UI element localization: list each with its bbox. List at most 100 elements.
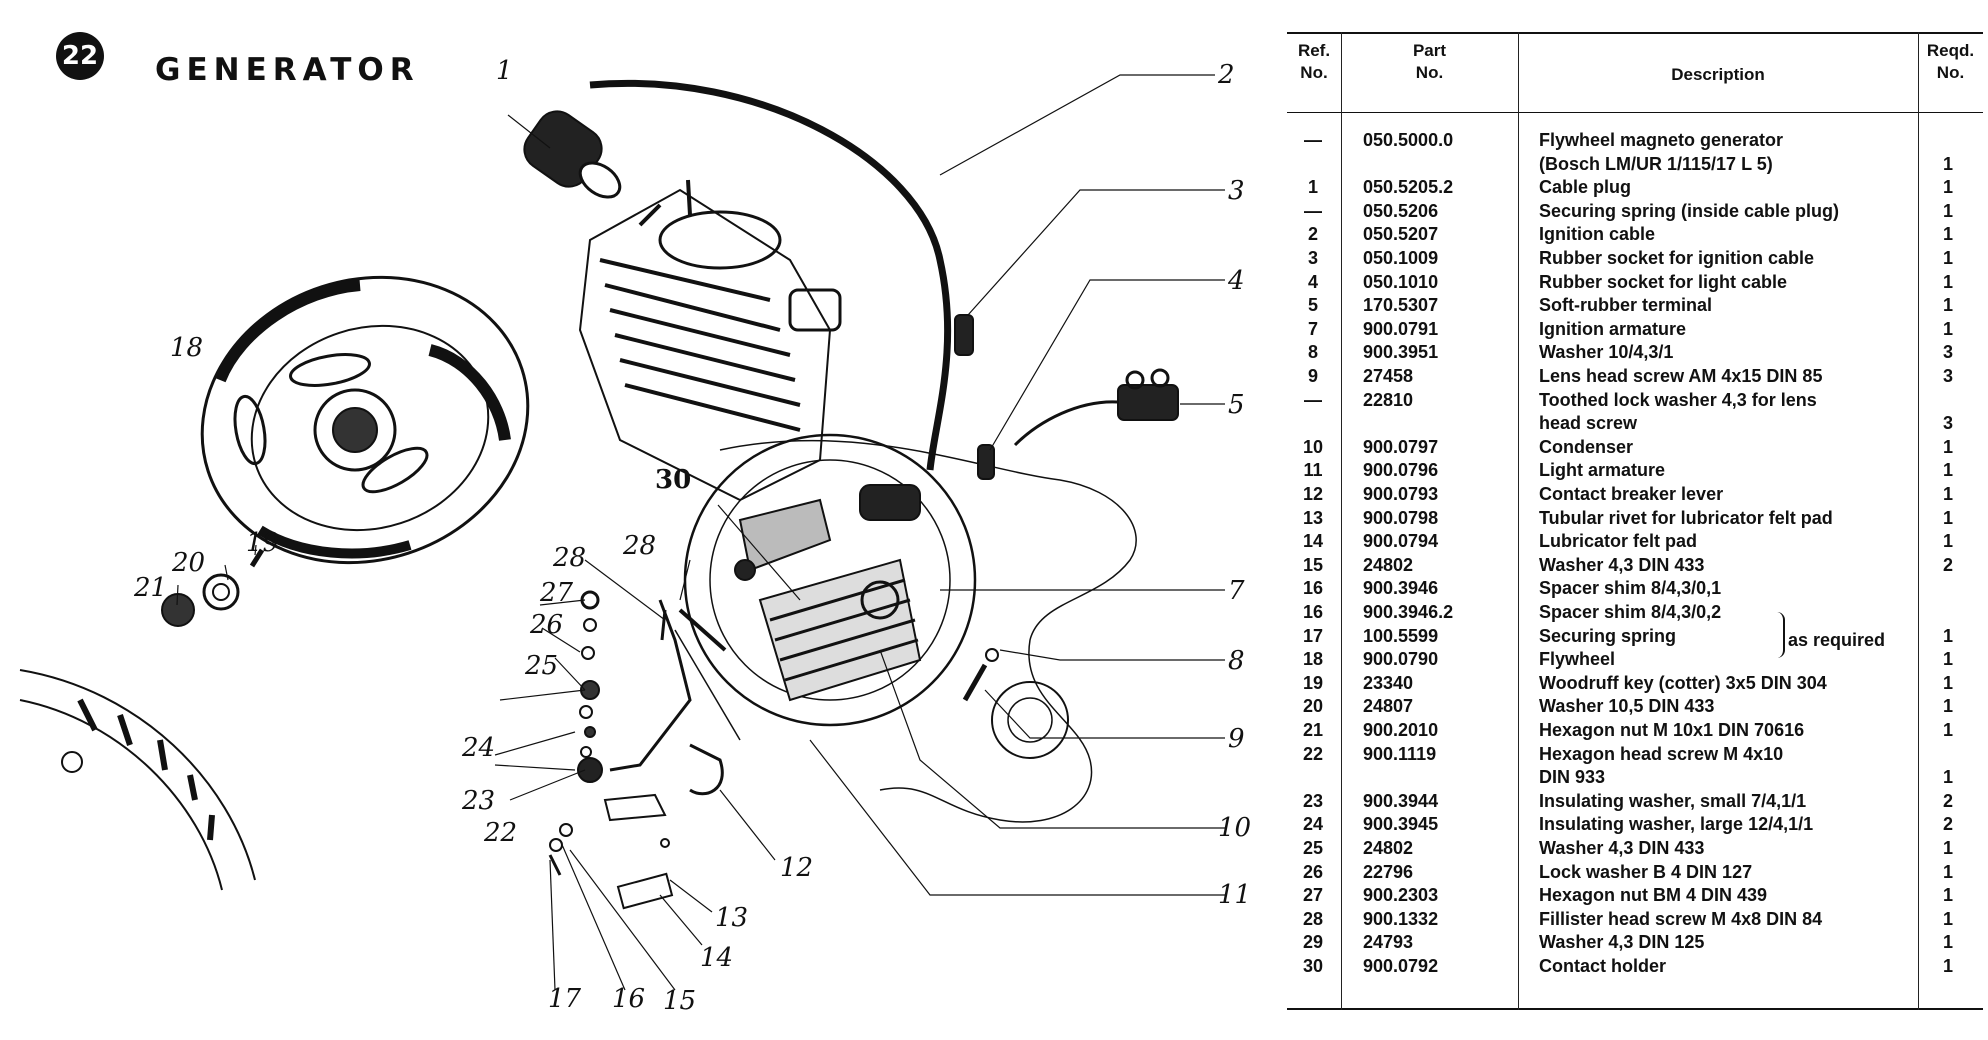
ignition-cable-drawing xyxy=(589,79,952,471)
description-cell: DIN 933 xyxy=(1539,767,1606,788)
description-cell: Ignition cable xyxy=(1539,224,1656,245)
ref-no-cell: 16 xyxy=(1302,578,1324,599)
callout-1: 1 xyxy=(496,56,513,86)
part-no-cell: 050.1009 xyxy=(1363,248,1439,268)
quantity-cell: 1 xyxy=(1942,271,1953,292)
description-cell: Fillister head screw M 4x8 DIN 84 xyxy=(1539,908,1823,929)
ref-no-cell: 18 xyxy=(1302,649,1324,670)
description-cell: Contact breaker lever xyxy=(1539,484,1724,504)
part-no-cell: 050.1010 xyxy=(1363,271,1439,292)
section-number-badge: 22 xyxy=(56,32,104,80)
flywheel-nut-washer-drawing xyxy=(161,548,265,627)
ref-no-cell: 4 xyxy=(1307,271,1318,292)
callout-14: 14 xyxy=(700,943,734,973)
quantity-cell: 1 xyxy=(1942,507,1953,528)
ref-no-cell: 17 xyxy=(1302,625,1324,646)
callout-13: 13 xyxy=(715,903,749,933)
callout-9: 9 xyxy=(1228,724,1245,754)
column-divider xyxy=(1918,32,1919,1010)
callout-28b: 28 xyxy=(623,531,657,561)
callout-8: 8 xyxy=(1228,646,1245,676)
part-no-cell: 050.5207 xyxy=(1363,224,1439,245)
quantity-cell: 1 xyxy=(1942,177,1953,198)
description-cell: Flywheel xyxy=(1539,649,1616,670)
ref-no-cell: 2 xyxy=(1307,224,1318,245)
ref-no-cell: 19 xyxy=(1302,672,1324,693)
header-description: Description xyxy=(1671,65,1765,84)
ref-no-cell: 24 xyxy=(1302,814,1324,835)
part-no-cell: 100.5599 xyxy=(1363,625,1439,646)
description-cell: Woodruff key (cotter) 3x5 DIN 304 xyxy=(1539,672,1827,693)
ref-no-cell: 11 xyxy=(1303,460,1323,481)
callout-24: 24 xyxy=(462,733,496,763)
ref-no-cell: 26 xyxy=(1302,861,1324,882)
table-row: 19 23340 Woodruff key (cotter) 3x5 DIN 304… xyxy=(1283,671,1983,695)
ref-no-cell: — xyxy=(1304,389,1322,410)
description-cell: Securing spring (inside cable plug) xyxy=(1539,200,1840,221)
description-cell: Toothed lock washer 4,3 for lens xyxy=(1539,389,1817,410)
ref-no-cell: 30 xyxy=(1302,956,1324,976)
description-cell: Washer 10,5 DIN 433 xyxy=(1539,696,1715,717)
breaker-small-parts-drawing xyxy=(548,590,741,910)
quantity-cell: 1 xyxy=(1942,649,1953,670)
part-no-cell: 24802 xyxy=(1363,554,1414,575)
description-cell: Light armature xyxy=(1539,460,1666,481)
description-cell: Ignition armature xyxy=(1539,318,1687,339)
drive-pulley-drawing xyxy=(19,669,256,891)
ref-no-cell: 20 xyxy=(1302,696,1324,717)
callout-25: 25 xyxy=(525,651,559,681)
callout-27: 27 xyxy=(540,578,574,608)
cable-plug-drawing xyxy=(523,110,622,199)
part-no-cell: 900.3944 xyxy=(1363,790,1439,811)
description-cell: Flywheel magneto generator xyxy=(1539,130,1784,150)
part-no-cell: 24793 xyxy=(1363,932,1414,953)
part-no-cell: 170.5307 xyxy=(1363,295,1439,316)
part-no-cell: 900.3946 xyxy=(1363,578,1439,599)
description-cell: (Bosch LM/UR 1/115/17 L 5) xyxy=(1539,153,1773,174)
quantity-cell: 1 xyxy=(1942,224,1953,245)
ref-no-cell: 15 xyxy=(1302,554,1324,575)
ref-no-cell: 21 xyxy=(1302,720,1324,740)
ref-no-cell: 28 xyxy=(1302,908,1324,929)
description-cell: Spacer shim 8/4,3/0,2 xyxy=(1539,602,1722,622)
quantity-cell: 1 xyxy=(1942,696,1953,717)
part-no-cell: 900.0793 xyxy=(1363,484,1439,504)
description-cell: Lubricator felt pad xyxy=(1539,531,1698,552)
callout-18: 18 xyxy=(170,333,204,363)
callout-10: 10 xyxy=(1218,813,1252,843)
section-title: GENERATOR xyxy=(155,52,420,88)
ref-no-cell: 13 xyxy=(1302,507,1324,528)
callout-5: 5 xyxy=(1228,390,1245,420)
part-no-cell: 24807 xyxy=(1363,696,1414,717)
ref-no-cell: — xyxy=(1304,130,1322,150)
header-reqd-no: Reqd. No. xyxy=(1926,41,1975,82)
description-cell: Hexagon head screw M 4x10 xyxy=(1539,743,1784,764)
callout-21: 21 xyxy=(134,573,168,603)
callout-11: 11 xyxy=(1218,880,1252,910)
callout-19: 19 xyxy=(246,528,280,558)
part-no-cell: 900.3951 xyxy=(1363,342,1439,363)
part-no-cell: 900.3946.2 xyxy=(1363,602,1454,622)
quantity-cell: 2 xyxy=(1942,554,1953,575)
part-no-cell: 23340 xyxy=(1363,672,1414,693)
description-cell: Rubber socket for ignition cable xyxy=(1539,248,1815,268)
part-no-cell: 900.2010 xyxy=(1363,720,1439,740)
column-divider xyxy=(1341,32,1342,1010)
quantity-cell: 3 xyxy=(1942,342,1953,363)
quantity-cell: 3 xyxy=(1942,366,1953,386)
description-cell: Rubber socket for light cable xyxy=(1539,271,1788,292)
part-no-cell: 050.5206 xyxy=(1363,200,1439,221)
generator-drawing xyxy=(19,74,1225,991)
part-no-cell: 900.1119 xyxy=(1363,743,1437,764)
